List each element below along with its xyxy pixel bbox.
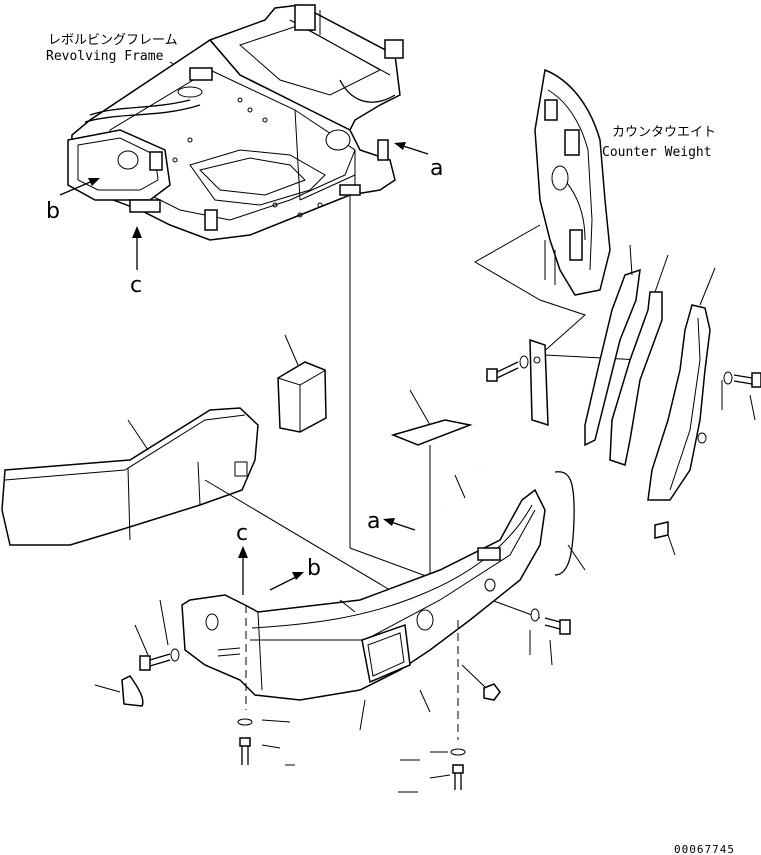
bolt-left-bracket (486, 355, 529, 382)
callout-b-upper: b (46, 199, 60, 224)
bolt-left-lower (134, 599, 180, 671)
arrow-b-upper (59, 178, 100, 196)
cover-plate-3 (647, 267, 716, 501)
assembly-guide-lines (473, 224, 586, 356)
counterweight-shell-left (1, 407, 259, 546)
counter-weight-label-en: Counter Weight (602, 145, 712, 160)
arrow-a-lower (383, 518, 416, 531)
rubber-strip (438, 464, 482, 512)
bracket-clip-left (94, 675, 144, 707)
arrow-c-upper (132, 226, 142, 270)
callout-c-upper: c (130, 273, 142, 298)
seal-strip (554, 471, 575, 576)
guide-shell (204, 479, 391, 591)
counter-weight-top (534, 68, 611, 296)
cover-plate-2 (609, 254, 669, 466)
callout-b-lower: b (307, 556, 321, 581)
revolving-frame (67, 4, 404, 241)
cover-plate-1 (584, 244, 641, 447)
revolving-frame-label-jp: レボルビングフレーム (48, 33, 178, 48)
cap-block (277, 334, 327, 433)
callout-c-lower: c (236, 521, 248, 546)
bolt-right-plate (721, 371, 761, 421)
small-clip (654, 521, 669, 539)
drawing-number: 00067745 (674, 843, 735, 855)
revolving-frame-label-en: Revolving Frame (46, 49, 164, 64)
arrow-a-upper (394, 142, 429, 155)
washer-right-bottom (430, 748, 466, 756)
bolt-right-bottom (398, 759, 464, 793)
flat-shim (390, 389, 473, 446)
bolt-left-bottom (239, 737, 295, 766)
arrow-b-lower (269, 572, 304, 591)
bracket-plate (529, 338, 549, 427)
guide-line-plates (544, 354, 641, 361)
callout-a-lower: a (367, 509, 380, 534)
callout-a-upper: a (430, 156, 443, 181)
washer-left-bottom (237, 718, 291, 726)
nut-center (461, 664, 501, 701)
frame-bolt-holes (172, 97, 323, 218)
main-counterweight (181, 488, 546, 731)
counter-weight-label-jp: カウンタウエイト (612, 125, 716, 140)
bolt-right-lower (529, 608, 571, 666)
arrow-c-lower (238, 546, 248, 595)
